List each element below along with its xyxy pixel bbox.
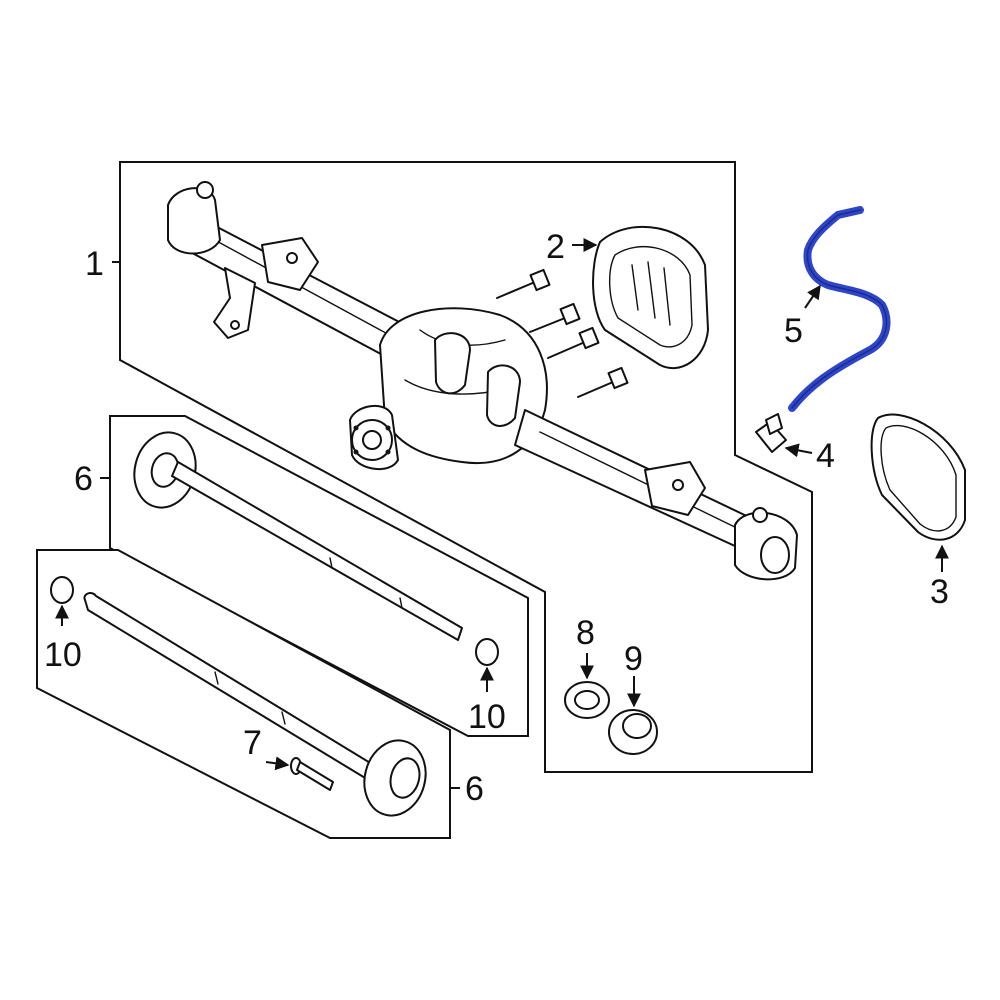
callout-7: 7 (243, 724, 262, 762)
callout-8: 8 (576, 614, 595, 652)
differential-cover (592, 226, 709, 370)
cover-bolt (577, 366, 629, 398)
axle-shaft-lower (83, 592, 427, 817)
callout-10-right: 10 (468, 698, 506, 736)
callout-10-left: 10 (44, 636, 82, 674)
axle-shaft-upper (133, 431, 463, 641)
callout-6-lower: 6 (465, 770, 484, 808)
callout-6-upper: 6 (74, 460, 93, 498)
axle-housing (167, 181, 798, 581)
vent-tube (788, 206, 891, 412)
vent-clip (755, 413, 787, 453)
callout-4: 4 (816, 437, 835, 475)
callout-9: 9 (624, 640, 643, 678)
cover-bolt (496, 268, 551, 299)
axle-bearing (608, 709, 658, 755)
callout-5: 5 (784, 312, 803, 350)
axle-seal (564, 681, 610, 719)
cover-bolt (529, 302, 581, 333)
callout-1: 1 (85, 245, 104, 283)
leader-5 (804, 284, 821, 309)
leader-7 (265, 756, 290, 771)
cover-gasket (870, 413, 966, 541)
wheel-stud (290, 757, 334, 791)
leader-4 (784, 443, 813, 458)
retainer-ring-right (475, 638, 499, 666)
callout-3: 3 (930, 573, 949, 611)
callout-2: 2 (546, 228, 565, 266)
retainer-ring-left (50, 576, 74, 604)
cover-bolt (547, 326, 600, 359)
